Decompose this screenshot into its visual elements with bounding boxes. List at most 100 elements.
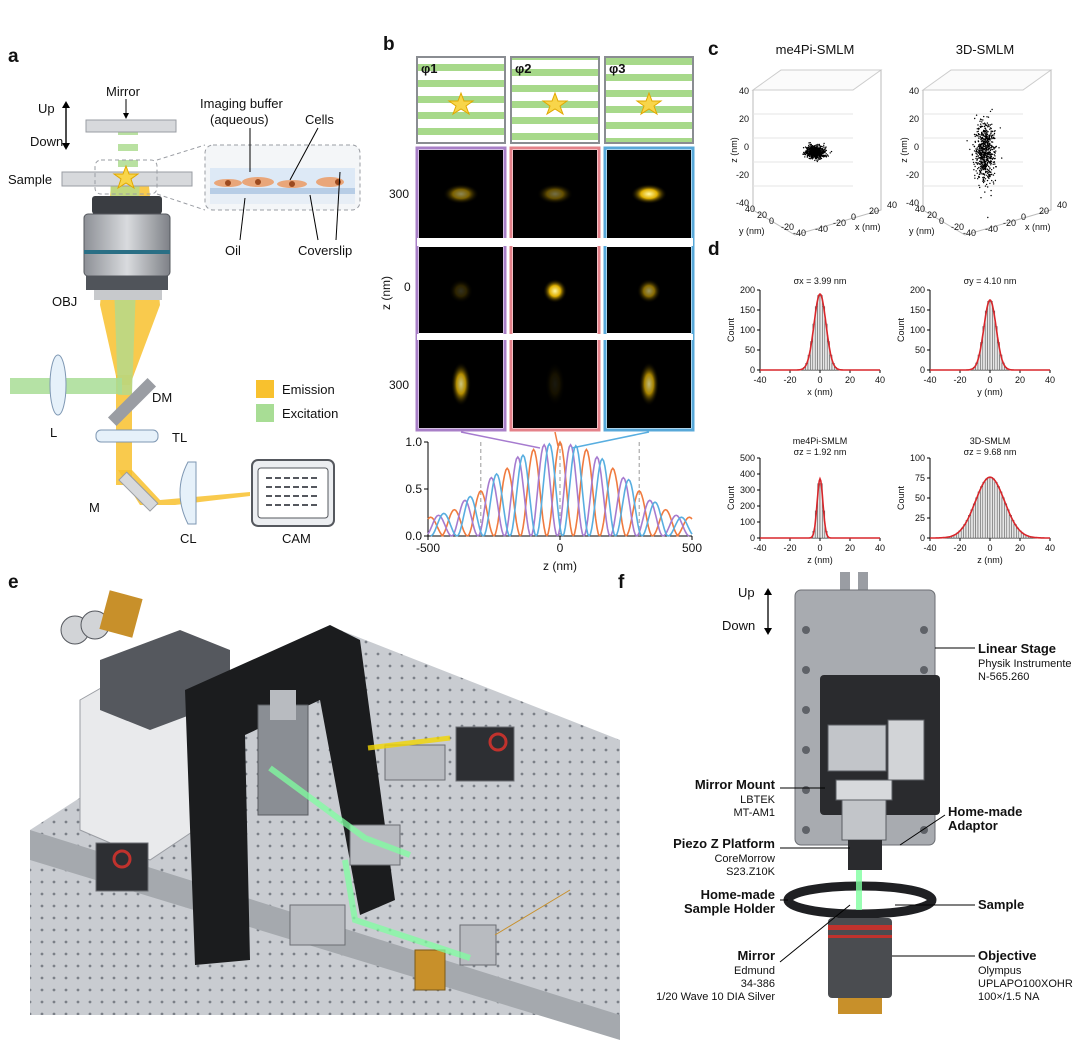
scatter-point	[985, 140, 987, 142]
scatter-point	[980, 159, 982, 161]
y-tick-label: 0.5	[405, 482, 422, 496]
scatter-point	[986, 174, 988, 176]
scatter-point	[830, 150, 833, 153]
scatter-point	[977, 178, 979, 180]
y-tick-label: 0	[920, 533, 925, 543]
scatter-point	[979, 186, 981, 189]
scatter-point	[986, 172, 989, 174]
scatter-point	[988, 145, 990, 148]
scatter-point	[980, 153, 982, 156]
scatter-point	[988, 136, 991, 138]
scatter-point	[817, 157, 819, 159]
x-tick-label: -20	[953, 375, 966, 385]
scatter-point	[987, 170, 989, 172]
curve-lobe	[430, 512, 458, 537]
histogram-bar	[987, 477, 991, 539]
scatter-point	[979, 133, 981, 136]
histogram-bar	[977, 491, 981, 539]
x-axis-label: x (nm)	[855, 222, 881, 232]
scatter-point	[814, 147, 817, 149]
y-axis-label: Count	[896, 486, 906, 511]
scatter-point	[982, 177, 984, 179]
scatter-point	[987, 216, 989, 219]
scatter-point	[816, 148, 819, 150]
scatter-point	[811, 145, 813, 147]
scatter-point	[982, 147, 984, 149]
scatter-point	[986, 161, 989, 164]
psf-column-frame	[415, 146, 507, 432]
scatter-point	[820, 153, 823, 155]
label-aqueous: (aqueous)	[210, 112, 269, 127]
scatter-point	[814, 159, 816, 162]
label-m: M	[89, 500, 100, 515]
scatter-point	[814, 153, 816, 156]
curve-lobe	[493, 466, 522, 537]
scatter-point	[982, 181, 985, 184]
psf-spot	[537, 184, 573, 204]
scatter-point	[817, 159, 819, 161]
scatter-point	[815, 153, 817, 156]
scatter-point	[823, 144, 825, 146]
y-tick-label: -40	[793, 228, 806, 238]
scatter-point	[983, 135, 985, 137]
curve-lobe	[641, 501, 669, 537]
x-tick-label: 40	[1045, 375, 1055, 385]
scatter-point	[985, 133, 987, 135]
scatter-point	[981, 121, 983, 123]
scatter-point	[980, 137, 982, 139]
scatter-point	[1001, 157, 1003, 159]
y-tick-label: 200	[740, 501, 755, 511]
scatter-point	[977, 155, 979, 157]
x-axis-label: x (nm)	[807, 387, 833, 397]
scatter-point	[816, 155, 819, 157]
scatter-point	[991, 134, 994, 136]
histogram-title: σx = 3.99 nm	[794, 276, 847, 286]
y-axis-label: y (nm)	[909, 226, 935, 236]
psf-spot	[451, 362, 471, 406]
curve-lobe	[667, 516, 693, 537]
scatter-point	[818, 156, 820, 158]
scatter-point	[992, 161, 995, 163]
scatter-point	[992, 146, 994, 148]
scatter-point	[985, 154, 987, 157]
label-mirror: Mirror	[106, 84, 141, 99]
x-tick-label: 20	[1039, 206, 1049, 216]
mirror-top	[85, 119, 177, 133]
objective	[92, 196, 162, 214]
label-cells: Cells	[305, 112, 334, 127]
scatter-point	[984, 142, 986, 144]
y-tick-label: 0.0	[405, 529, 422, 543]
callout-objective-title: Objective	[978, 948, 1037, 963]
scatter-point	[983, 159, 985, 161]
scatter-point	[986, 131, 988, 133]
histogram-bar	[994, 481, 998, 539]
scatter-point	[814, 149, 816, 152]
y-tick-label: -20	[781, 222, 794, 232]
scatter-point	[986, 153, 988, 155]
scatter-point	[990, 164, 992, 166]
histogram-bar	[970, 509, 974, 539]
scatter-point	[990, 162, 992, 165]
scatter-point	[979, 145, 982, 147]
scatter-point	[973, 133, 976, 136]
scatter-point	[976, 147, 978, 149]
y-tick-label: 20	[757, 210, 767, 220]
scatter-point	[979, 157, 981, 159]
scatter-box-top	[921, 69, 1053, 91]
scatter-point	[988, 125, 990, 128]
scatter-point	[986, 164, 989, 166]
scatter-point	[990, 169, 993, 171]
scatter-point	[981, 155, 984, 157]
y-tick-label: 50	[915, 345, 925, 355]
x-tick-label: -20	[783, 375, 796, 385]
x-tick-label: 0	[851, 212, 856, 222]
y-tick-label: 50	[915, 493, 925, 503]
scatter-point	[976, 151, 979, 153]
x-tick-label: 0	[817, 375, 822, 385]
label-cl: CL	[180, 531, 197, 546]
scatter-point	[808, 155, 811, 158]
scatter-box-frame	[922, 70, 1052, 236]
y-tick-label: 1.0	[405, 435, 422, 449]
scatter-point	[986, 143, 989, 146]
scatter-point	[993, 147, 995, 149]
